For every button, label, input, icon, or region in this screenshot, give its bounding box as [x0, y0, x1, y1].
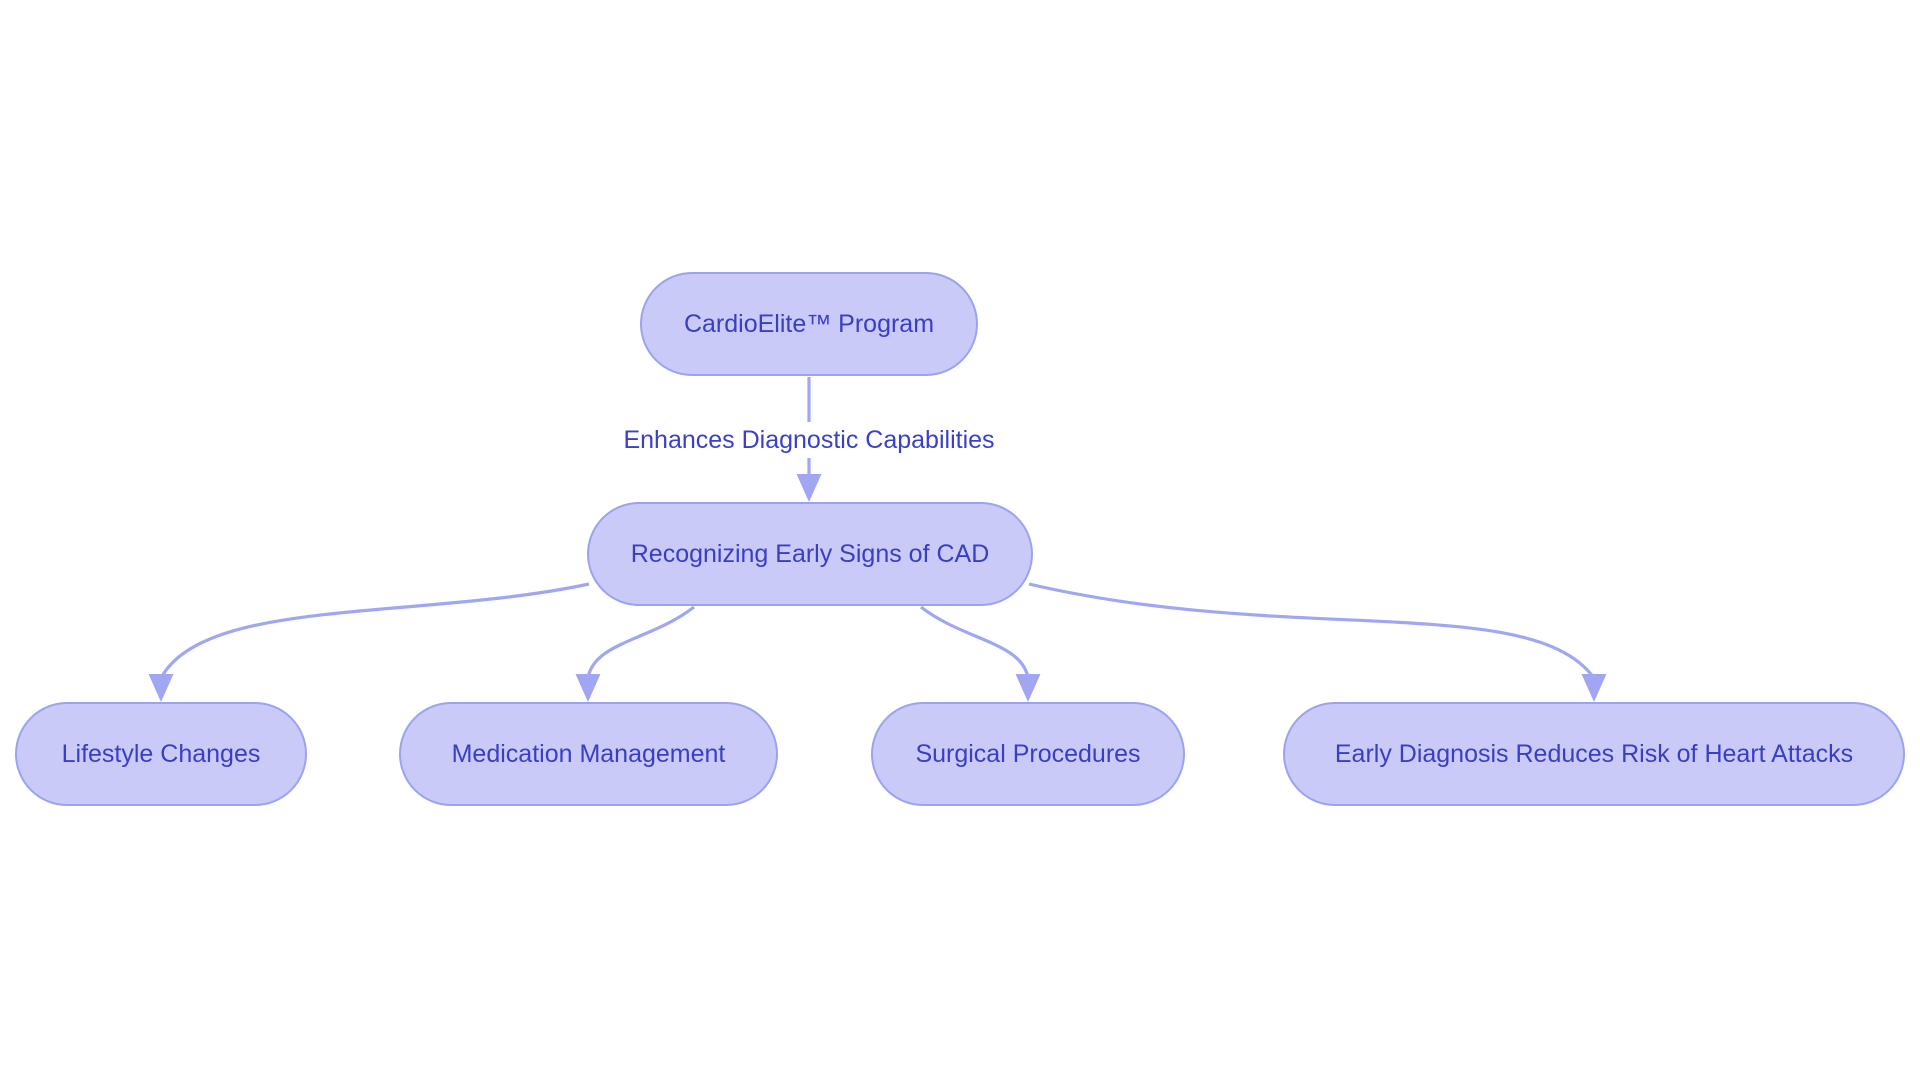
edge-recognizing-to-medication	[586, 605, 695, 679]
arrowhead-recognizing	[796, 474, 822, 502]
edge-recognizing-to-lifestyle	[159, 582, 590, 679]
arrowhead-early-diagnosis	[1581, 674, 1607, 702]
node-medication-management: Medication Management	[399, 702, 778, 806]
edge-label-enhances-diagnostic-capabilities: Enhances Diagnostic Capabilities	[615, 422, 1003, 458]
arrowhead-surgical	[1015, 674, 1041, 702]
node-lifestyle-changes: Lifestyle Changes	[15, 702, 307, 806]
node-cardioelite-program: CardioElite™ Program	[640, 272, 978, 376]
node-recognizing-early-signs-of-cad: Recognizing Early Signs of CAD	[587, 502, 1033, 606]
edge-recognizing-to-early-diagnosis	[1028, 582, 1596, 679]
node-early-diagnosis-reduces-risk: Early Diagnosis Reduces Risk of Heart At…	[1283, 702, 1905, 806]
arrowhead-lifestyle	[148, 674, 174, 702]
node-surgical-procedures: Surgical Procedures	[871, 702, 1185, 806]
arrowhead-medication	[575, 674, 601, 702]
edge-recognizing-to-surgical	[920, 605, 1030, 679]
